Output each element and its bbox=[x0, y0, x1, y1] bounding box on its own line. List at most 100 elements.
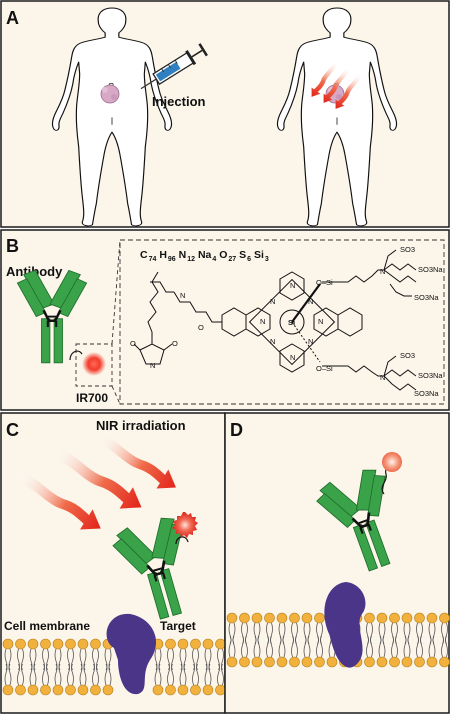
lipid-head bbox=[215, 684, 226, 696]
lipid-head bbox=[77, 638, 89, 650]
lipid-tail bbox=[291, 635, 298, 658]
so3-bottom: SO3 bbox=[400, 351, 415, 360]
lipid-head bbox=[90, 684, 101, 696]
lipid-tail bbox=[303, 635, 311, 658]
lipid-head bbox=[401, 612, 413, 624]
molecule-box bbox=[119, 239, 445, 405]
lipid-head bbox=[414, 612, 425, 624]
lipid-head bbox=[289, 612, 300, 624]
lipid-head bbox=[177, 684, 189, 696]
atom-si: Si bbox=[288, 318, 295, 327]
syringe-icon bbox=[140, 43, 208, 90]
dye-released-d bbox=[382, 452, 402, 472]
so3na-top-1: SO3Na bbox=[418, 265, 443, 274]
molecular-formula: C74 H96 N12 Na4 O27 S6 Si3 bbox=[140, 249, 269, 263]
zoom-line-top bbox=[111, 239, 121, 345]
lipid-tail bbox=[441, 635, 448, 658]
lipid-tail bbox=[316, 635, 323, 658]
lipid-head bbox=[289, 656, 300, 668]
lipid-head bbox=[27, 684, 39, 696]
lipid-tail bbox=[366, 635, 373, 658]
lipid-head bbox=[202, 684, 214, 696]
lipid-head bbox=[190, 684, 201, 696]
lipid-head bbox=[326, 656, 338, 668]
lipid-tail bbox=[79, 663, 87, 686]
atom-n-2: N bbox=[308, 297, 313, 306]
lipid-head bbox=[165, 638, 176, 650]
lipid-head bbox=[27, 638, 39, 650]
lipid-tail bbox=[266, 635, 273, 658]
lipid-head bbox=[364, 612, 375, 624]
panel-d: D bbox=[224, 412, 450, 714]
lipid-head bbox=[239, 612, 250, 624]
atom-n-3: N bbox=[270, 337, 275, 346]
lipid-head bbox=[264, 612, 275, 624]
lipid-head bbox=[40, 638, 51, 650]
lipid-tail bbox=[217, 663, 224, 686]
so3-top: SO3 bbox=[400, 245, 415, 254]
lipid-head bbox=[314, 656, 325, 668]
so3na-top-2: SO3Na bbox=[414, 293, 439, 302]
nir-label: NIR irradiation bbox=[96, 418, 186, 433]
lipid-head bbox=[389, 612, 400, 624]
membrane-label: Cell membrane bbox=[4, 619, 90, 633]
atom-osi-top: O–Si bbox=[316, 278, 333, 287]
lipid-head bbox=[15, 684, 26, 696]
lipid-head bbox=[376, 656, 388, 668]
panel-a-letter: A bbox=[6, 8, 19, 28]
lipid-head bbox=[426, 656, 438, 668]
lipid-head bbox=[314, 612, 325, 624]
lipid-head bbox=[102, 684, 114, 696]
atom-nhs-n: N bbox=[150, 361, 155, 370]
lipid-head bbox=[251, 612, 263, 624]
lipid-tail bbox=[92, 663, 99, 686]
ir700-label: IR700 bbox=[76, 391, 108, 405]
lipid-head bbox=[376, 612, 388, 624]
lipid-tail bbox=[179, 663, 187, 686]
lipid-head bbox=[414, 656, 425, 668]
lipid-head bbox=[65, 638, 76, 650]
atom-nhs-o-2: O bbox=[172, 339, 178, 348]
lipid-head bbox=[439, 656, 450, 668]
lipid-head bbox=[2, 684, 14, 696]
atom-n-5: N bbox=[260, 317, 265, 326]
lipid-tail bbox=[67, 663, 74, 686]
atom-n-8: N bbox=[290, 353, 295, 362]
lipid-tail bbox=[378, 635, 386, 658]
panel-a: A Injection bbox=[0, 0, 450, 228]
lipid-head bbox=[65, 684, 76, 696]
lipid-tail bbox=[154, 663, 162, 686]
lipid-tail bbox=[253, 635, 261, 658]
lipid-head bbox=[215, 638, 226, 650]
membrane-c bbox=[2, 638, 226, 696]
lipid-tail bbox=[42, 663, 49, 686]
lipid-head bbox=[276, 656, 288, 668]
dye-highlight-box bbox=[75, 343, 113, 387]
so3na-bottom-2: SO3Na bbox=[414, 389, 439, 398]
atom-n-top: N bbox=[380, 267, 385, 276]
lipid-head bbox=[2, 638, 14, 650]
panel-d-letter: D bbox=[230, 420, 243, 440]
atom-amide-n: N bbox=[180, 291, 185, 300]
dye-ir700-b bbox=[82, 352, 106, 376]
lipid-head bbox=[40, 684, 51, 696]
lipid-head bbox=[90, 638, 101, 650]
linker-c bbox=[175, 536, 189, 545]
lipid-tail bbox=[403, 635, 411, 658]
atom-osi-bottom: O–Si bbox=[316, 364, 333, 373]
lipid-head bbox=[52, 638, 64, 650]
lipid-head bbox=[77, 684, 89, 696]
atom-n-6: N bbox=[318, 317, 323, 326]
lipid-head bbox=[439, 612, 450, 624]
lipid-tail bbox=[204, 663, 212, 686]
lipid-head bbox=[301, 656, 313, 668]
panel-c-letter: C bbox=[6, 420, 19, 440]
atom-n-1: N bbox=[270, 297, 275, 306]
zoom-line-bottom bbox=[111, 385, 121, 405]
so3na-bottom-1: SO3Na bbox=[418, 371, 443, 380]
panel-b-letter: B bbox=[6, 236, 19, 256]
lipid-tail bbox=[104, 663, 112, 686]
formula-text: C74 H96 N12 Na4 O27 S6 Si3 bbox=[140, 249, 269, 263]
